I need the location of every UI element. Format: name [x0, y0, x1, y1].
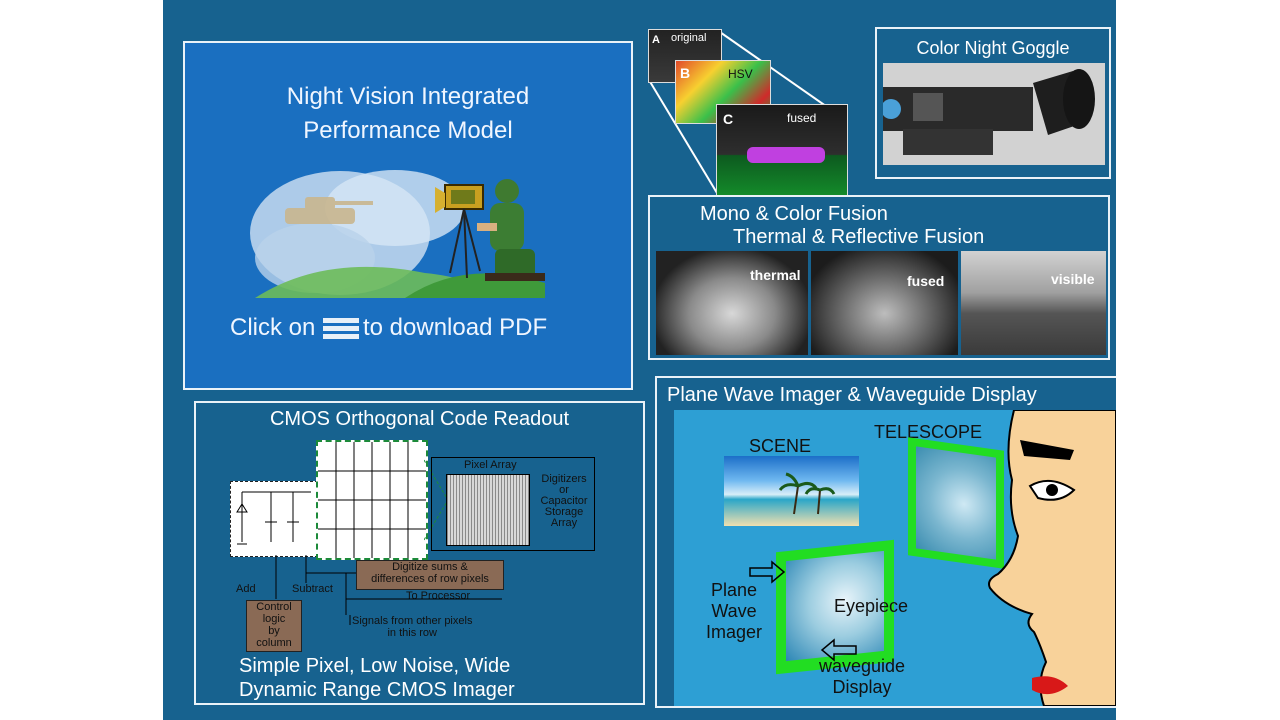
pixel-grid	[316, 440, 428, 560]
digitize-box: Digitize sums & differences of row pixel…	[356, 560, 504, 590]
face-profile-icon	[988, 410, 1116, 706]
hamburger-menu-icon[interactable]	[323, 318, 359, 340]
plane-wave-illustration: SCENE TELESCOPE Plane Wave Imager	[674, 410, 1116, 706]
imager-line: Imager	[706, 622, 763, 642]
scene-label: SCENE	[749, 436, 812, 456]
cmos-panel[interactable]: CMOS Orthogonal Code Readout	[194, 401, 645, 705]
fused-label: fused	[907, 273, 945, 289]
control-line: logic	[262, 613, 286, 625]
slide: Night Vision Integrated Performance Mode…	[163, 0, 1116, 720]
tank-icon	[285, 197, 373, 224]
imager-text: Plane Wave Imager	[706, 580, 762, 643]
waveguide-line: Display	[832, 677, 892, 697]
zoom-connector	[648, 29, 844, 194]
goggle-panel[interactable]: Color Night Goggle	[875, 27, 1111, 179]
fused-image: fused	[811, 251, 958, 355]
digitizers-line: Digitizers	[541, 473, 587, 485]
pixel-array-label: Pixel Array	[464, 459, 517, 471]
thermal-image: thermal	[656, 251, 808, 355]
pixel-circuit	[230, 481, 318, 557]
nvipm-title-line1: Night Vision Integrated	[286, 83, 530, 110]
arrow-icons	[749, 560, 857, 662]
digitizers-line: Capacitor	[540, 495, 588, 507]
control-logic-box: Control logic by column	[246, 600, 302, 652]
pixel-array-box	[446, 474, 530, 546]
thumb-c-letter: C	[723, 111, 734, 127]
soldier-icon	[477, 179, 545, 281]
signal-wiring	[275, 555, 502, 625]
digitize-line: differences of row pixels	[371, 573, 489, 585]
nvipm-title-line2: Performance Model	[303, 117, 513, 144]
mono-fusion-title-1: Mono & Color Fusion	[700, 203, 888, 225]
thumb-b-letter: B	[680, 65, 691, 81]
cmos-caption-1: Simple Pixel, Low Noise, Wide	[239, 655, 511, 677]
circuit-diagram-icon	[236, 491, 311, 545]
imager-line: Wave	[711, 601, 757, 621]
eyepiece-label: Eyepiece	[834, 596, 909, 616]
mono-fusion-title-2: Thermal & Reflective Fusion	[733, 226, 985, 248]
digitizers-line: Array	[550, 517, 578, 529]
thumb-a-letter: A	[652, 34, 660, 46]
waveguide-text: waveguide Display	[819, 656, 905, 698]
add-label: Add	[236, 583, 256, 595]
digitizers-line: or	[559, 484, 569, 496]
signals-line: in this row	[387, 627, 437, 639]
palm-tree-icon	[778, 472, 836, 515]
signals-line: Signals from other pixels	[352, 615, 473, 627]
plane-wave-panel[interactable]: Plane Wave Imager & Waveguide Display SC…	[655, 376, 1116, 708]
cmos-caption-2: Dynamic Range CMOS Imager	[239, 679, 515, 701]
thermal-label: thermal	[750, 267, 801, 283]
pixel-array-frame: Pixel Array Digitizers or Capacitor Stor…	[431, 457, 595, 551]
pixel-grid-icon	[318, 442, 426, 558]
click-suffix: to download PDF	[363, 314, 548, 341]
thumb-a-label: original	[671, 32, 707, 44]
thumb-b-label: HSV	[728, 67, 753, 81]
thumb-c-label: fused	[787, 111, 817, 125]
night-goggle-icon	[881, 63, 1105, 165]
plane-wave-title: Plane Wave Imager & Waveguide Display	[667, 384, 1037, 406]
nvipm-illustration	[250, 170, 545, 298]
nvipm-panel[interactable]: Night Vision Integrated Performance Mode…	[183, 41, 633, 390]
mono-fusion-panel[interactable]: Mono & Color Fusion Thermal & Reflective…	[648, 195, 1110, 360]
visible-image: visible	[961, 251, 1106, 355]
click-prefix: Click on	[230, 314, 316, 341]
control-line: by	[268, 625, 280, 637]
digitizers-text: Digitizers or Capacitor Storage Array	[534, 474, 594, 529]
digitize-line: Digitize sums &	[392, 561, 468, 573]
fusion-thumb-c: C fused	[716, 104, 848, 196]
visible-label: visible	[1051, 271, 1095, 287]
fused-tank-icon	[747, 147, 825, 163]
scene-image	[724, 456, 859, 526]
digitizers-line: Storage	[544, 506, 584, 518]
imager-line: Plane	[710, 580, 758, 600]
cmos-title: CMOS Orthogonal Code Readout	[269, 408, 570, 430]
camera-tripod-icon	[435, 184, 484, 279]
subtract-label: Subtract	[292, 583, 333, 595]
control-line: column	[256, 637, 292, 649]
waveguide-line: waveguide	[819, 656, 906, 676]
zoom-lines	[424, 459, 448, 541]
telescope-label: TELESCOPE	[874, 422, 983, 442]
goggle-title: Color Night Goggle	[916, 38, 1070, 58]
goggle-photo	[881, 63, 1105, 165]
signals-text: Signals from other pixels in this row	[352, 615, 472, 639]
control-line: Control	[256, 601, 292, 613]
